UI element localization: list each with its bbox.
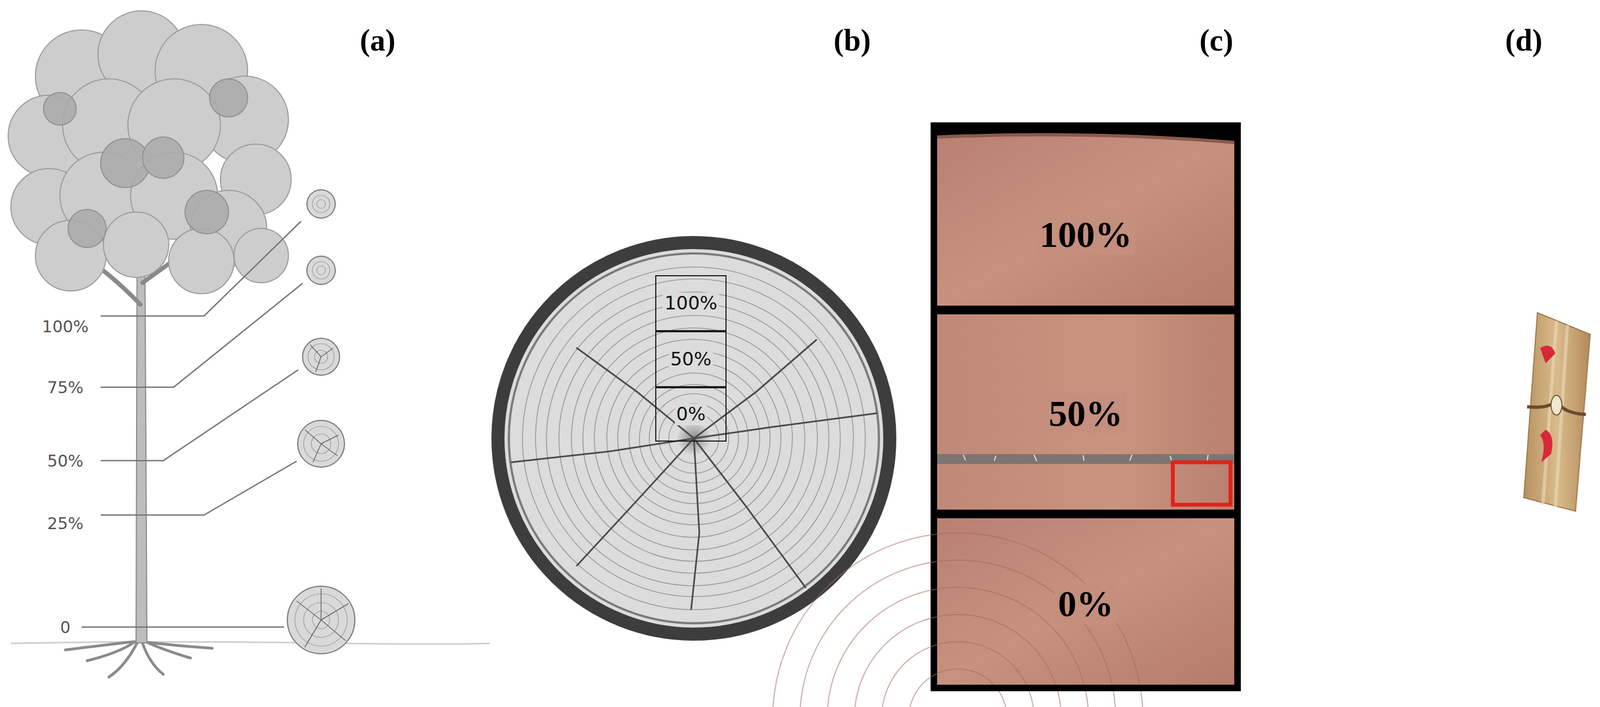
position-label: 50% [668, 348, 714, 371]
height-label: 50% [47, 452, 84, 471]
height-label: 25% [47, 514, 84, 533]
panel-letter: (c) [1199, 23, 1234, 58]
position-label: 0% [1054, 583, 1117, 625]
position-label: 0% [674, 403, 708, 426]
trunk-cross-section [497, 242, 890, 635]
radial-position-box: 0% [655, 387, 727, 442]
wood-sample-photo [772, 122, 1241, 707]
radial-position-box: 100% [655, 275, 727, 332]
height-label: 75% [47, 378, 84, 397]
sample-panel: 50% [937, 380, 1235, 447]
wood-specimen [1523, 312, 1591, 512]
panel-letter: (a) [359, 23, 396, 58]
position-label: 100% [662, 292, 719, 315]
tree-illustration [8, 10, 490, 678]
panel-letter: (d) [1505, 23, 1543, 58]
position-label: 50% [1045, 393, 1126, 435]
height-label: 0 [59, 618, 71, 637]
panel-letter: (b) [833, 23, 871, 58]
radial-position-box: 50% [655, 331, 727, 388]
sample-panel: 100% [937, 163, 1235, 306]
height-label: 100% [41, 317, 89, 336]
position-label: 100% [1036, 214, 1136, 256]
sample-panel: 0% [937, 560, 1235, 648]
